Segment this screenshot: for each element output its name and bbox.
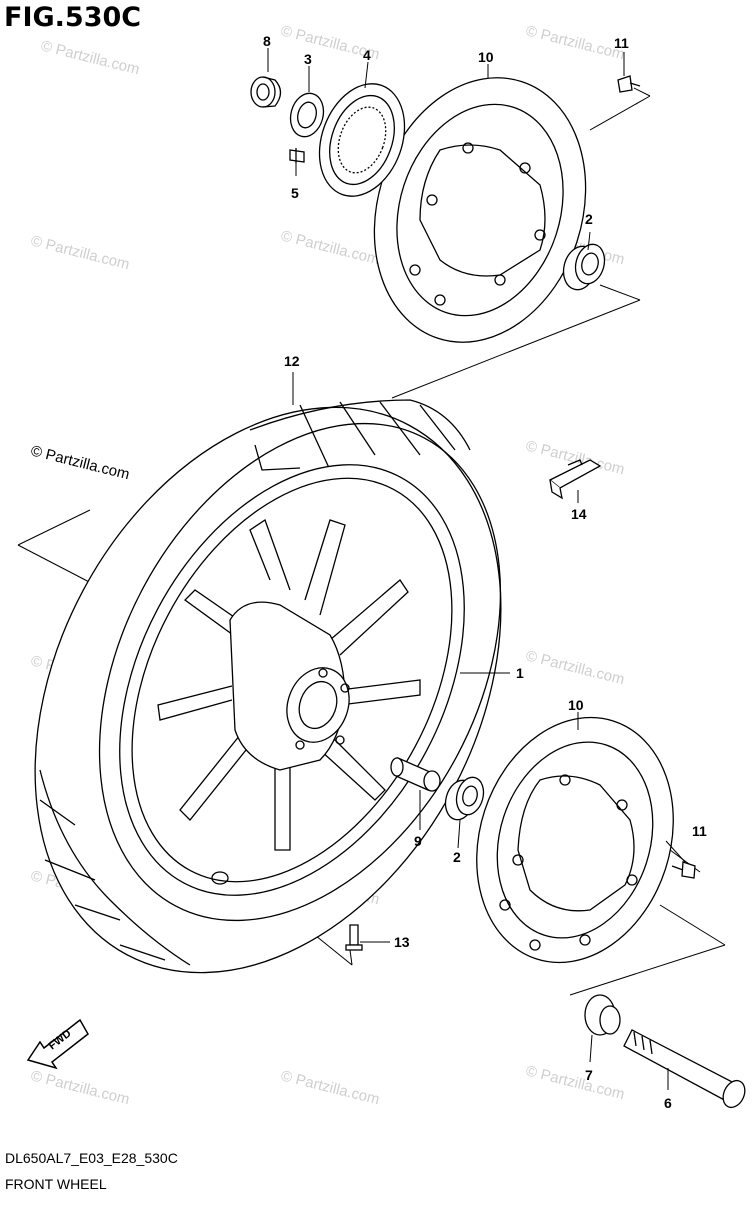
callout-14: 14 <box>571 506 587 522</box>
bolt-part-11-lower <box>671 861 696 879</box>
spacer-part-8 <box>250 76 282 108</box>
oil-seal-part-3 <box>289 92 325 138</box>
callout-8: 8 <box>263 33 271 49</box>
watermark: © Partzilla.com <box>29 232 131 273</box>
callout-6: 6 <box>664 1095 672 1111</box>
watermark: © Partzilla.com <box>524 647 626 688</box>
balance-weight-part-14 <box>548 459 602 500</box>
fwd-arrow: FWD <box>26 1018 89 1070</box>
hub-bore-inner <box>298 680 338 730</box>
front-wheel-assembly <box>34 399 502 974</box>
figure-title: FIG.530C <box>4 2 142 33</box>
callout-11-upper: 11 <box>614 35 629 51</box>
watermark-dark: © Partzilla.com <box>29 442 131 483</box>
callout-3: 3 <box>304 51 312 67</box>
figure-code: DL650AL7_E03_E28_530C <box>5 1150 178 1166</box>
tire-inner-edge <box>98 422 502 922</box>
watermark: © Partzilla.com <box>279 1067 381 1108</box>
callout-1: 1 <box>516 665 524 681</box>
watermark: © Partzilla.com <box>29 1067 131 1108</box>
callout-2-upper: 2 <box>585 211 593 227</box>
callout-10-lower: 10 <box>568 697 584 713</box>
hub-bore <box>286 667 350 743</box>
bearing-part-2-lower <box>444 776 485 821</box>
callout-5: 5 <box>291 185 299 201</box>
collar-part-7 <box>584 994 621 1036</box>
spacer-part-9 <box>390 757 441 792</box>
callout-11-lower: 11 <box>692 823 707 839</box>
watermark: © Partzilla.com <box>279 227 381 268</box>
bearing-part-2-upper <box>562 243 606 291</box>
callout-2-lower: 2 <box>453 849 461 865</box>
valve-hole <box>211 871 229 885</box>
screw-part-5 <box>289 148 305 163</box>
callout-13: 13 <box>394 934 410 950</box>
callouts: 8 3 4 5 10 11 2 12 14 1 10 9 2 11 13 7 6 <box>263 33 707 1111</box>
callout-7: 7 <box>585 1067 593 1083</box>
rim-inner <box>131 477 453 883</box>
watermark: © Partzilla.com <box>524 22 626 63</box>
valve-part-13 <box>345 924 363 951</box>
bolt-part-11-upper <box>617 75 641 93</box>
callout-10-upper: 10 <box>478 49 494 65</box>
watermark: © Partzilla.com <box>524 1062 626 1103</box>
spokes <box>157 518 421 851</box>
brake-disc-lower <box>476 716 674 964</box>
callout-12: 12 <box>284 353 300 369</box>
axle-part-6 <box>623 1029 746 1109</box>
figure-name: FRONT WHEEL <box>5 1176 107 1192</box>
leader-lines <box>267 48 686 1090</box>
watermark: © Partzilla.com <box>39 37 141 78</box>
abs-sensor-ring-part-4 <box>318 83 406 197</box>
callout-4: 4 <box>363 47 371 63</box>
callout-9: 9 <box>414 833 422 849</box>
